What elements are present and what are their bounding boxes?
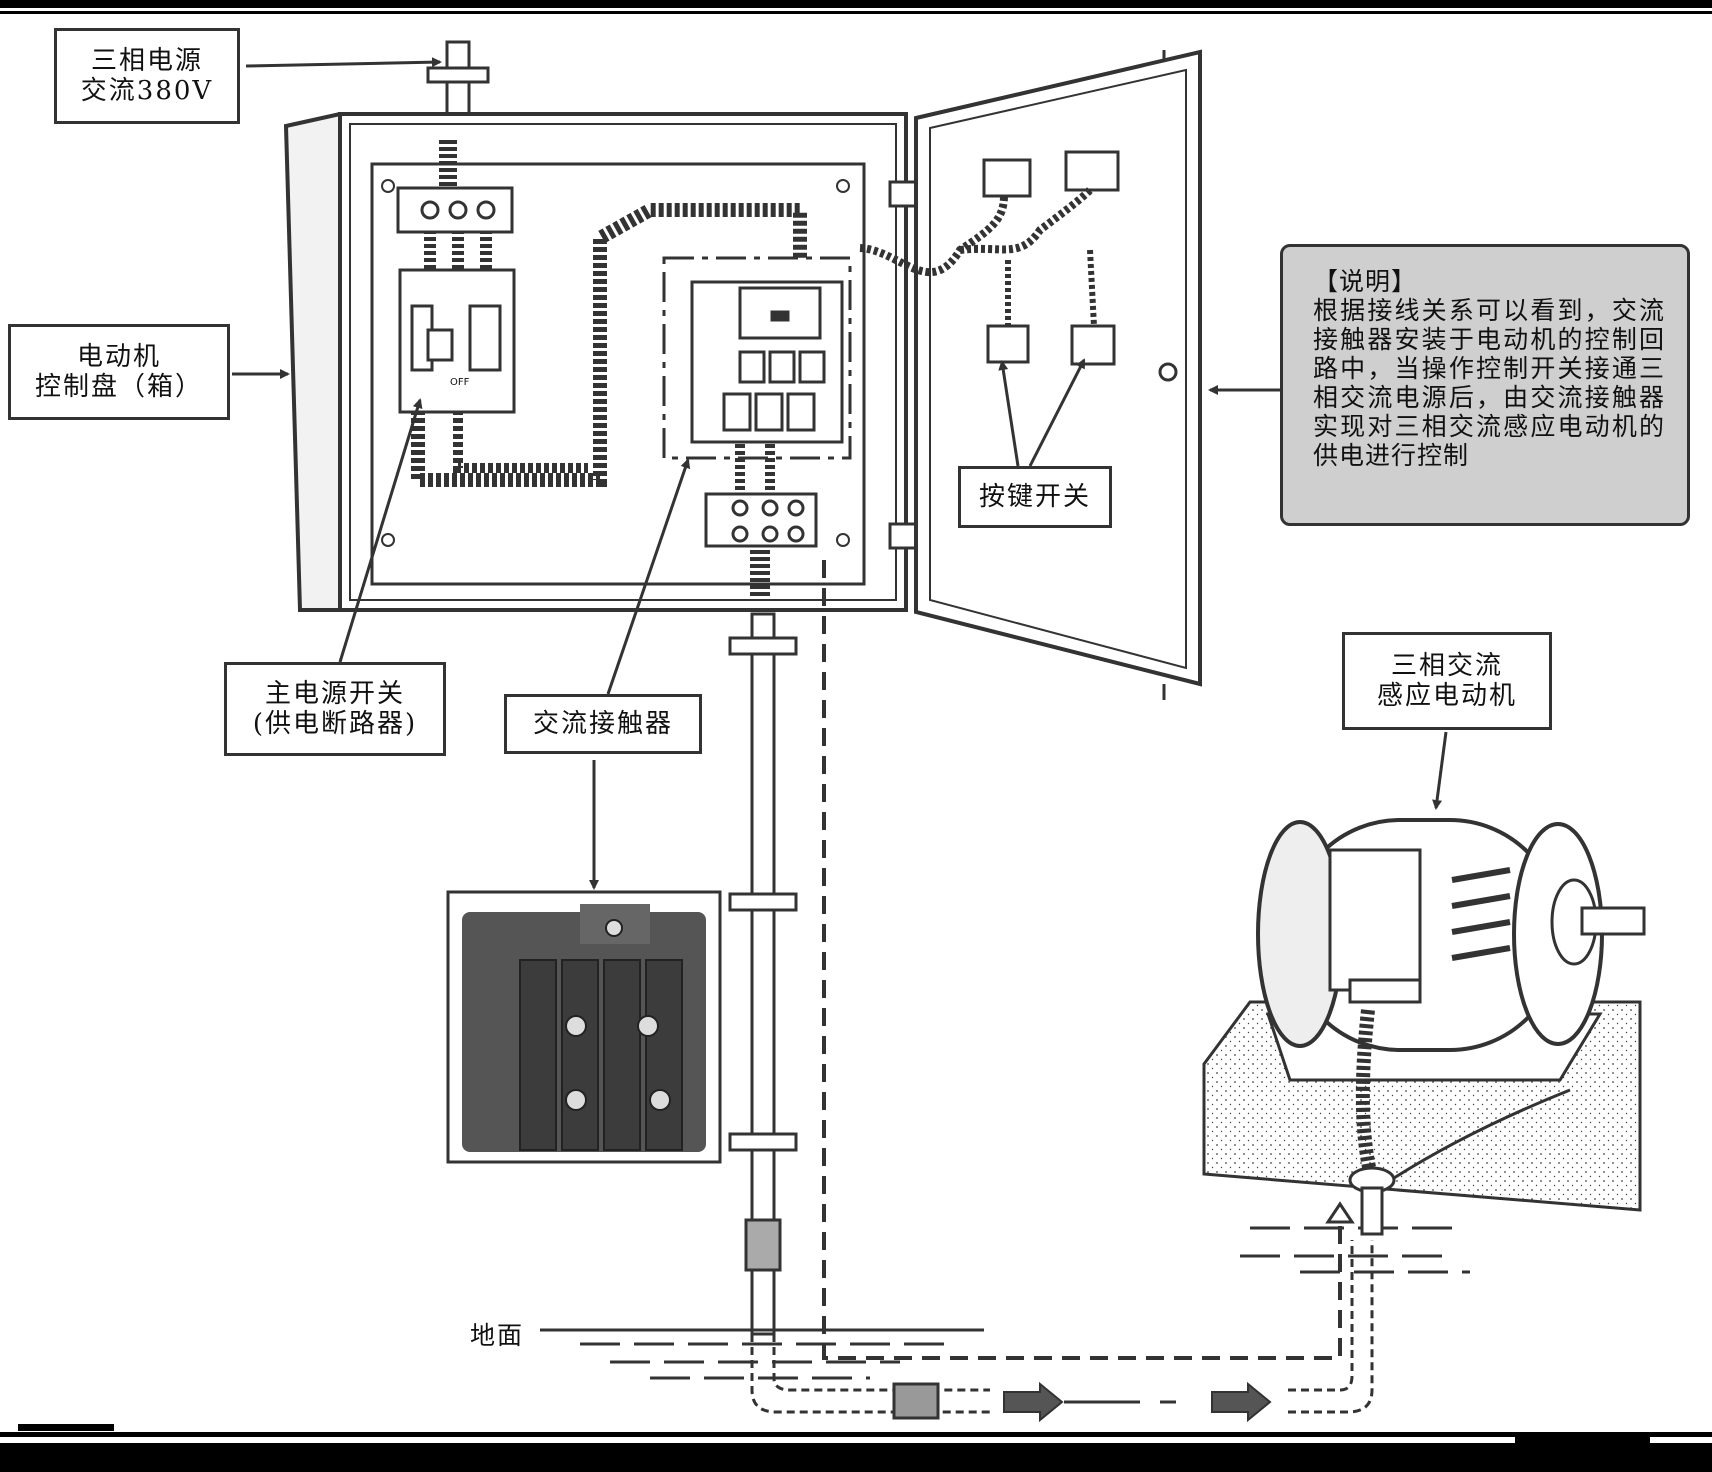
main-switch-label-line1: 主电源开关: [264, 679, 405, 709]
underground-pipe: [750, 1240, 1374, 1414]
breaker-off-marking: OFF: [450, 377, 470, 388]
cable-up-arrow: [1325, 1201, 1355, 1224]
box-door: [859, 49, 1202, 700]
explanation-note: 【说明】 根据接线关系可以看到，交流接触器安装于电动机的控制回路中，当操作控制开…: [1280, 244, 1690, 526]
main-switch-label: 主电源开关 (供电断路器): [224, 662, 446, 756]
power-source-label: 三相电源 交流380V: [54, 28, 240, 124]
cable-route: [822, 560, 1342, 1360]
push-button-label-text: 按键开关: [978, 482, 1091, 512]
main-switch-label-line2: (供电断路器): [252, 709, 418, 739]
supply-conduit: [426, 40, 490, 116]
ground-lines: [540, 1226, 1470, 1380]
contactor-label-text: 交流接触器: [532, 709, 673, 739]
motor-label-line2: 感应电动机: [1376, 681, 1517, 711]
power-source-label-line1: 三相电源: [90, 46, 203, 76]
push-button-label: 按键开关: [958, 466, 1112, 528]
control-box-label-line2: 控制盘（箱）: [34, 372, 203, 402]
control-box-label-line1: 电动机: [76, 342, 161, 372]
contactor-label: 交流接触器: [504, 694, 702, 754]
pipe-coupling: [892, 1382, 940, 1420]
ground-label: 地面: [470, 1321, 525, 1350]
motor-label: 三相交流 感应电动机: [1342, 632, 1552, 730]
motor-label-line1: 三相交流: [1390, 651, 1503, 681]
power-source-label-line2: 交流380V: [80, 76, 214, 106]
contactor-unit: [662, 256, 852, 460]
control-box-label: 电动机 控制盘（箱）: [8, 324, 230, 420]
conduit-down: [728, 612, 798, 1336]
direction-arrows: [1003, 1381, 1272, 1423]
contactor-photo: [446, 890, 722, 1164]
terminal-block-bottom: [704, 492, 818, 548]
motor: [1202, 818, 1646, 1236]
main-breaker: OFF: [398, 268, 516, 414]
note-body: 根据接线关系可以看到，交流接触器安装于电动机的控制回路中，当操作控制开关接通三相…: [1313, 296, 1665, 470]
note-title: 【说明】: [1313, 267, 1418, 296]
leader-arrows: [232, 57, 1448, 890]
terminal-block-top: [396, 186, 514, 234]
